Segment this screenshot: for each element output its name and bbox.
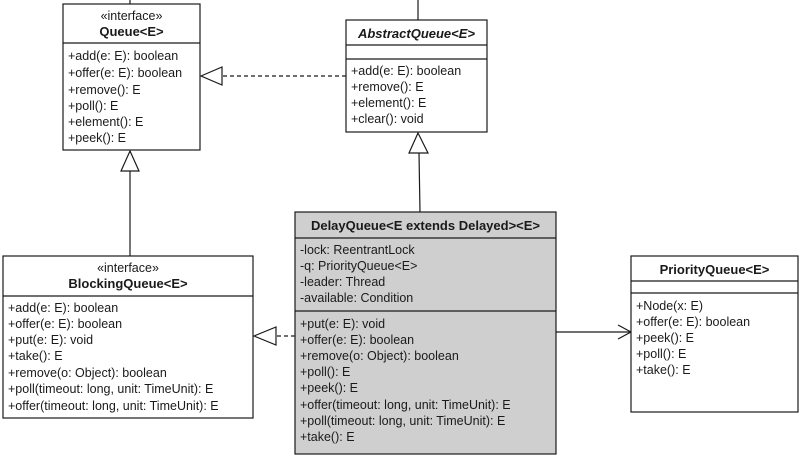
class-queue-stereotype: «interface»: [101, 9, 163, 23]
method: +poll(): E: [300, 365, 350, 379]
edge-abstract-queue-realizes-queue: [199, 66, 346, 86]
edge-delay-queue-extends-abstract-queue: [408, 131, 429, 213]
method: +offer(timeout: long, unit: TimeUnit): E: [8, 399, 219, 413]
method: +clear(): void: [351, 112, 424, 126]
method: +take(): E: [636, 363, 691, 377]
class-delay-queue-fields: -lock: ReentrantLock -q: PriorityQueue<E…: [300, 243, 417, 305]
method: +poll(timeout: long, unit: TimeUnit): E: [300, 414, 505, 428]
class-queue-methods: +add(e: E): boolean +offer(e: E): boolea…: [68, 49, 182, 145]
relations: PriorityQueue (association, solid, open …: [120, 0, 633, 346]
method: +poll(): E: [68, 99, 118, 113]
method: +remove(): E: [68, 83, 141, 97]
method: +poll(timeout: long, unit: TimeUnit): E: [8, 382, 213, 396]
hollow-triangle-arrowhead: [120, 149, 140, 172]
edge-delay-queue-uses-priority-queue: [556, 324, 633, 340]
class-abstract-queue-methods: +add(e: E): boolean +remove(): E +elemen…: [351, 64, 461, 126]
method: +peek(): E: [68, 131, 126, 145]
field: -lock: ReentrantLock: [300, 243, 415, 257]
method: +add(e: E): boolean: [68, 49, 178, 63]
edge-delay-queue-realizes-blocking-queue: [252, 326, 295, 346]
method: +offer(e: E): boolean: [8, 317, 122, 331]
class-delay-queue: DelayQueue<E extends Delayed><E> -lock: …: [294, 211, 557, 455]
class-priority-queue-methods: +Node(x: E) +offer(e: E): boolean +peek(…: [636, 299, 750, 377]
method: +element(): E: [351, 96, 426, 110]
method: +remove(o: Object): boolean: [300, 349, 459, 363]
class-blocking-queue-name: BlockingQueue<E>: [68, 276, 188, 291]
class-queue-name: Queue<E>: [99, 24, 164, 39]
method: +Node(x: E): [636, 299, 703, 313]
class-delay-queue-name: DelayQueue<E extends Delayed><E>: [311, 218, 540, 233]
class-priority-queue: PriorityQueue<E> +Node(x: E) +offer(e: E…: [630, 255, 799, 413]
class-blocking-queue: «interface» BlockingQueue<E> +add(e: E):…: [2, 255, 254, 419]
field: -available: Condition: [300, 291, 413, 305]
method: +add(e: E): boolean: [351, 64, 461, 78]
method: +peek(): E: [300, 381, 358, 395]
method: +take(): E: [300, 430, 355, 444]
hollow-triangle-arrowhead: [199, 66, 223, 86]
class-abstract-queue: AbstractQueue<E> +add(e: E): boolean +re…: [345, 19, 488, 133]
method: +remove(o: Object): boolean: [8, 366, 167, 380]
method: +element(): E: [68, 115, 143, 129]
class-delay-queue-methods: +put(e: E): void +offer(e: E): boolean +…: [300, 317, 511, 444]
hollow-triangle-arrowhead: [252, 326, 277, 346]
method: +poll(): E: [636, 347, 686, 361]
field: -leader: Thread: [300, 275, 385, 289]
hollow-triangle-arrowhead: [408, 131, 429, 154]
method: +offer(e: E): boolean: [636, 315, 750, 329]
class-abstract-queue-name: AbstractQueue<E>: [357, 26, 475, 41]
method: +peek(): E: [636, 331, 694, 345]
class-queue: «interface» Queue<E> +add(e: E): boolean…: [62, 3, 201, 151]
method: +add(e: E): boolean: [8, 301, 118, 315]
method: +offer(e: E): boolean: [68, 66, 182, 80]
edge-blocking-queue-extends-queue: [120, 149, 140, 256]
method: +offer(e: E): boolean: [300, 333, 414, 347]
method: +put(e: E): void: [8, 333, 93, 347]
class-blocking-queue-methods: +add(e: E): boolean +offer(e: E): boolea…: [8, 301, 219, 413]
field: -q: PriorityQueue<E>: [300, 259, 417, 273]
class-blocking-queue-stereotype: «interface»: [97, 261, 159, 275]
method: +remove(): E: [351, 80, 424, 94]
method: +take(): E: [8, 349, 63, 363]
method: +offer(timeout: long, unit: TimeUnit): E: [300, 398, 511, 412]
class-priority-queue-name: PriorityQueue<E>: [660, 262, 770, 277]
method: +put(e: E): void: [300, 317, 385, 331]
